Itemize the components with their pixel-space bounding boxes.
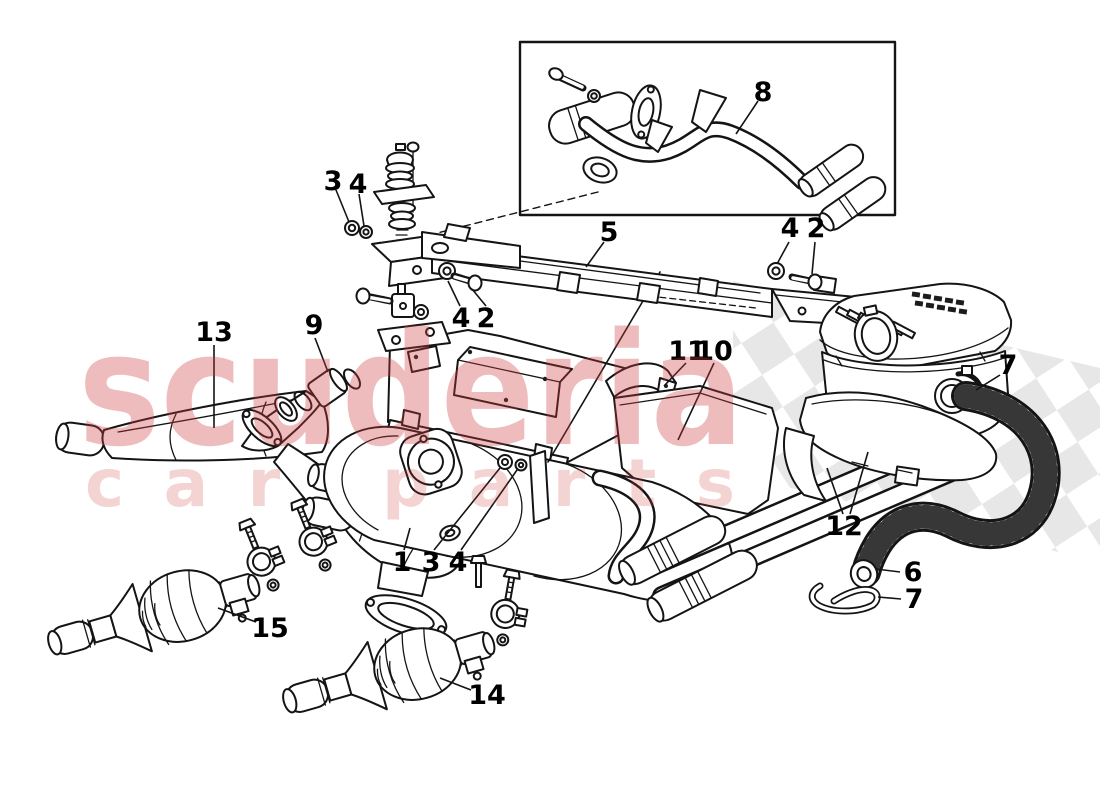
crossbar-left-fastener [438, 262, 483, 292]
callout-3-mid: 3 [422, 467, 501, 578]
svg-text:2[interactable]: 2 [477, 303, 496, 334]
exhaust-clamp [485, 567, 535, 650]
svg-text:7[interactable]: 7 [905, 584, 924, 615]
callout-5: 5 [585, 217, 619, 268]
corrugated-hose [849, 381, 1061, 589]
air-intake-shield [783, 391, 998, 502]
inset-bolt [548, 67, 587, 92]
inset-tailpipe-box [518, 40, 897, 232]
crossbar-right-fastener [767, 262, 823, 291]
y-pipe-flange [241, 408, 283, 448]
callout-4-top: 4 [349, 169, 368, 227]
crossbar [421, 223, 863, 326]
tailpipes [591, 432, 966, 623]
muffler [301, 425, 734, 603]
svg-text:11[interactable]: 11 [668, 336, 706, 367]
svg-text:7[interactable]: 7 [999, 350, 1018, 381]
callout-15: 15 [217, 607, 289, 644]
brand-watermark: scuderia car parts [78, 299, 744, 522]
svg-text:1[interactable]: 1 [393, 547, 412, 578]
svg-text:8[interactable]: 8 [754, 77, 773, 108]
callout-3-top: 3 [324, 166, 350, 223]
svg-text:4[interactable]: 4 [349, 169, 368, 200]
clamp-bolt [470, 555, 487, 588]
svg-text:3[interactable]: 3 [422, 547, 441, 578]
coupling-sleeve [307, 367, 348, 408]
watermark-word1: scuderia [78, 299, 744, 481]
svg-text:4[interactable]: 4 [452, 303, 471, 334]
svg-text:2[interactable]: 2 [807, 213, 826, 244]
svg-text:15[interactable]: 15 [251, 613, 289, 644]
callout-2-left: 2 [471, 288, 496, 334]
callout-4-right: 4 [776, 213, 800, 265]
callout-8: 8 [735, 77, 773, 135]
pivot-block [355, 283, 429, 320]
callout-6: 6 [875, 557, 923, 588]
svg-text:3[interactable]: 3 [324, 166, 343, 197]
callout-1: 1 [393, 527, 412, 578]
watermark-word2: car parts [85, 445, 735, 522]
svg-text:13[interactable]: 13 [195, 317, 233, 348]
muffler-inlet-flange [399, 427, 463, 496]
callout-4-left: 4 [447, 280, 471, 334]
callout-10: 10 [677, 336, 733, 441]
exhaust-tip [618, 515, 727, 586]
callout-7-top: 7 [975, 350, 1018, 391]
reference-line [547, 271, 661, 463]
svg-text:12[interactable]: 12 [825, 511, 863, 542]
callouts: 8 5 3 4 4 2 4 2 13 9 11 10 1 3 4 12 7 6 … [195, 77, 1017, 711]
hose-end-clamp [808, 582, 881, 615]
svg-text:5[interactable]: 5 [600, 217, 619, 248]
callout-4-mid: 4 [449, 469, 518, 578]
callout-2-right: 2 [807, 213, 826, 275]
svg-text:10[interactable]: 10 [695, 336, 733, 367]
callout-11: 11 [663, 336, 706, 387]
svg-text:14[interactable]: 14 [468, 680, 506, 711]
svg-text:6[interactable]: 6 [904, 557, 923, 588]
exhaust-tip [646, 549, 758, 623]
callout-9: 9 [305, 310, 329, 373]
callout-13: 13 [195, 317, 233, 428]
callout-14: 14 [439, 677, 506, 711]
svg-text:4[interactable]: 4 [781, 213, 800, 244]
callout-12: 12 [825, 451, 869, 542]
callout-7-bottom: 7 [877, 584, 924, 615]
svg-text:4[interactable]: 4 [449, 547, 468, 578]
svg-text:9[interactable]: 9 [305, 310, 324, 341]
air-filter-grille [911, 291, 968, 315]
